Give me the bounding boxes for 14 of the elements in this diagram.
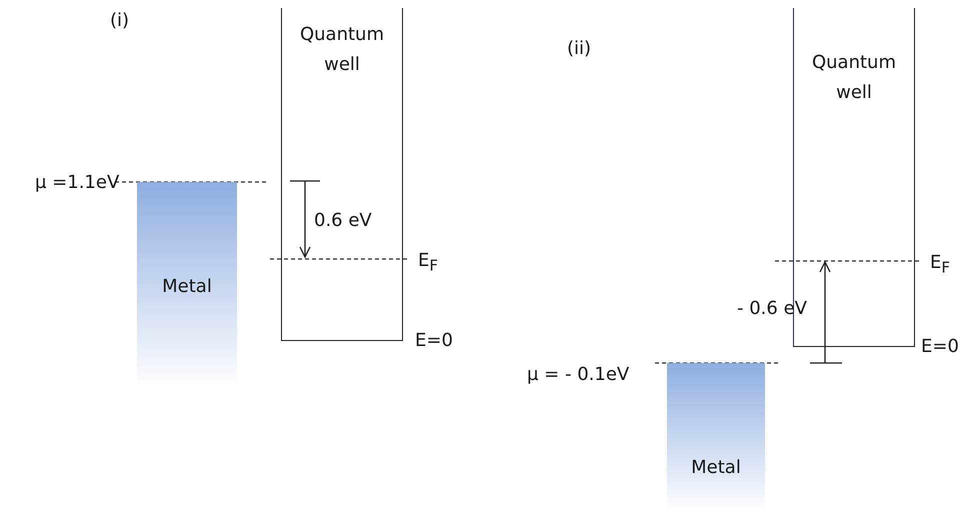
- level-label: μ = - 0.1eV: [527, 364, 630, 385]
- level-label: E$_{F}$: [418, 250, 438, 275]
- panel-label: (ii): [567, 38, 592, 59]
- level-label: μ =1.1eV: [35, 172, 120, 193]
- well-label: Quantum well: [298, 23, 385, 77]
- metal-label: Metal: [161, 275, 213, 299]
- quantum-well: [281, 8, 403, 341]
- metal-label: Metal: [690, 456, 742, 480]
- panel-label: (i): [110, 10, 130, 31]
- level-label: E=0: [415, 330, 453, 351]
- energy-label: 0.6 eV: [314, 210, 372, 231]
- well-label: Quantum well: [810, 51, 897, 105]
- level-label: E=0: [921, 336, 959, 357]
- level-label: E$_{F}$: [930, 252, 950, 277]
